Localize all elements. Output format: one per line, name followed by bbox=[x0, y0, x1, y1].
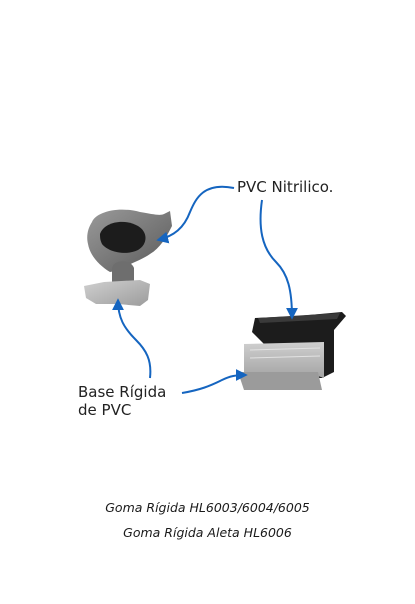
caption-line1: Goma Rígida HL6003/6004/6005 bbox=[105, 500, 310, 515]
arrow-pvc-to-flap bbox=[259, 199, 298, 320]
label-pvc-nitrilico: PVC Nitrilico. bbox=[237, 178, 334, 196]
arrow-base-to-flap bbox=[181, 369, 248, 394]
arrow-pvc-to-bulb bbox=[156, 185, 235, 244]
arrow-base-to-bulb bbox=[112, 298, 152, 379]
bulb-seal-profile bbox=[84, 209, 172, 306]
caption-line2: Goma Rígida Aleta HL6006 bbox=[123, 525, 292, 540]
label-base-rigida: Base Rígida de PVC bbox=[78, 383, 166, 419]
label-base-line2: de PVC bbox=[78, 401, 132, 419]
flap-seal-profile bbox=[238, 312, 346, 390]
label-base-line1: Base Rígida bbox=[78, 383, 167, 401]
